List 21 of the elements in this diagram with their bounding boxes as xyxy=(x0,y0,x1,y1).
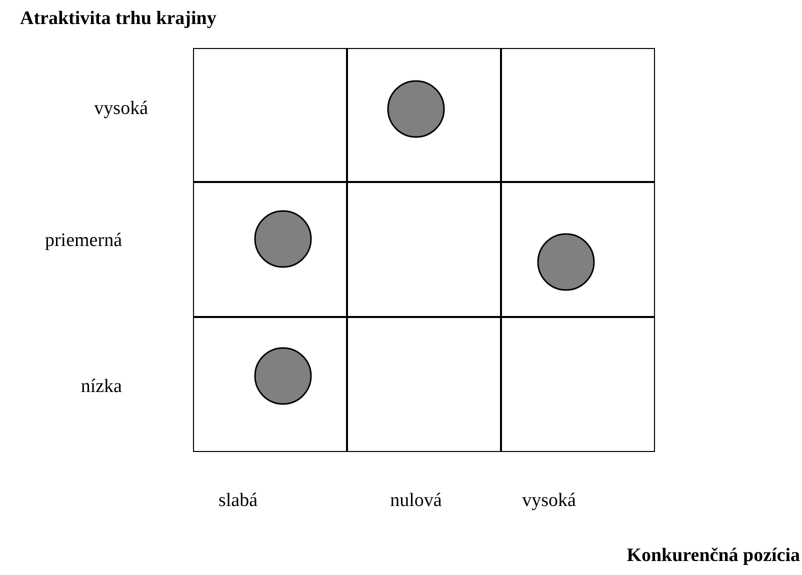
axis-title: Konkurenčná pozícia xyxy=(626,545,800,567)
matrix-cell xyxy=(501,182,655,317)
matrix-cell xyxy=(347,317,501,452)
row-label: priemerná xyxy=(44,230,122,252)
matrix-cell xyxy=(501,48,655,182)
row-label: vysoká xyxy=(93,98,148,120)
row-label: nízka xyxy=(80,376,122,398)
matrix-cell xyxy=(347,48,501,182)
column-label: slabá xyxy=(217,490,259,512)
column-label: vysoká xyxy=(521,490,577,512)
matrix-cell xyxy=(193,317,347,452)
column-label: nulová xyxy=(389,490,443,512)
matrix-cell xyxy=(193,182,347,317)
circle-marker xyxy=(537,233,595,291)
matrix-cell xyxy=(193,48,347,182)
axis-title: Atraktivita trhu krajiny xyxy=(20,8,218,30)
circle-marker xyxy=(387,80,445,138)
matrix-cell xyxy=(501,317,655,452)
circle-marker xyxy=(254,347,312,405)
matrix-cell xyxy=(347,182,501,317)
circle-marker xyxy=(254,210,312,268)
